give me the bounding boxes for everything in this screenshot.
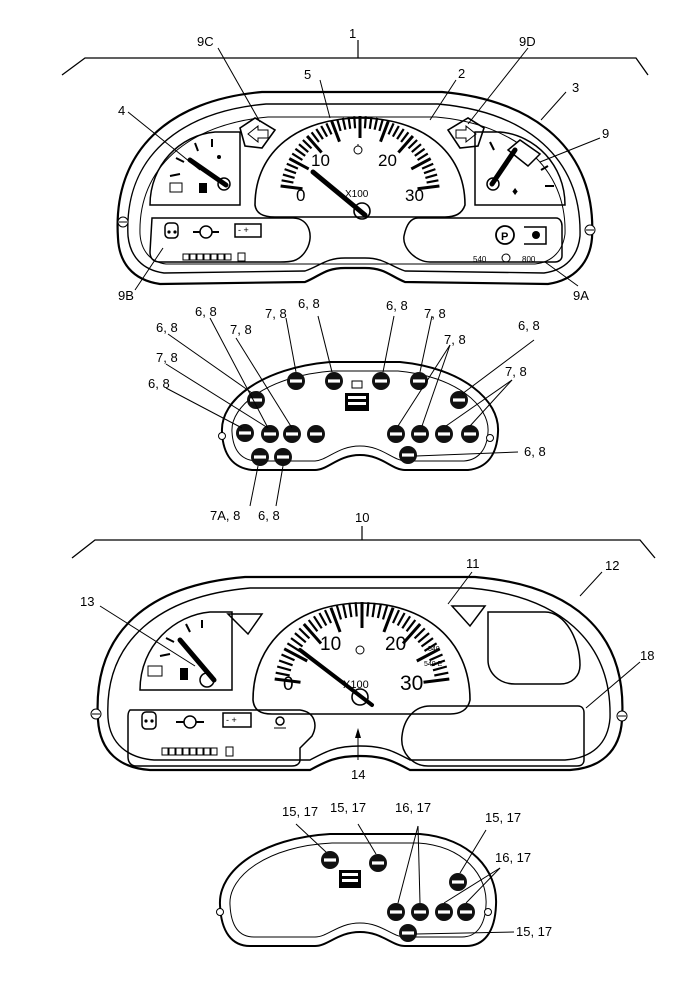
back-callout-5: 6, 8 <box>195 304 217 319</box>
back2-callout-6: 15, 17 <box>516 924 552 939</box>
left-warning-panel-2 <box>127 709 316 767</box>
figure-1-front-view: ♦ 0 10 20 30 X100 - + <box>61 26 649 303</box>
back-callout-10: 6, 8 <box>518 318 540 333</box>
back-callout-11: 7, 8 <box>444 332 466 347</box>
svg-text:- +: - + <box>238 225 249 235</box>
callout-13: 13 <box>80 594 94 609</box>
tach-tick-30: 30 <box>405 186 424 205</box>
tach2-pto-540: 540 <box>428 646 440 653</box>
right-warning-panel <box>403 217 563 263</box>
callout-9d: 9D <box>519 34 536 49</box>
tach-tick-10: 10 <box>311 151 330 170</box>
tach-tick-20: 20 <box>378 151 397 170</box>
figure-1-back-view: 7, 8 6, 8 6, 8 7, 8 6, 8 6, 8 7, 8 7, 8 … <box>148 296 546 523</box>
svg-text:- +: - + <box>226 715 237 725</box>
back2-callout-2: 15, 17 <box>330 800 366 815</box>
tach2-tick-0: 0 <box>283 674 294 695</box>
right-gauge-frame <box>474 131 566 206</box>
callout-1: 1 <box>349 26 356 41</box>
tach-tick-0: 0 <box>296 186 305 205</box>
callout-18: 18 <box>640 648 654 663</box>
warning-lamp-icons-left: - + <box>164 222 262 262</box>
figure-2-back-view: 15, 17 15, 17 16, 17 15, 17 16, 17 15, 1… <box>216 800 552 947</box>
tach-unit-label: X100 <box>345 189 369 200</box>
rear-housing-2 <box>218 833 498 947</box>
left-gauge-frame <box>149 131 241 206</box>
tach2-tick-20: 20 <box>385 634 406 655</box>
svg-text:P: P <box>501 231 508 243</box>
back-callout-12: 6, 8 <box>524 444 546 459</box>
warning-lamp-icons-left-2: - + <box>141 711 286 757</box>
tach2-tick-30: 30 <box>400 672 423 695</box>
back2-callout-5: 16, 17 <box>495 850 531 865</box>
back-callout-9: 6, 8 <box>148 376 170 391</box>
callout-9: 9 <box>602 126 609 141</box>
callout-4: 4 <box>118 103 125 118</box>
tachometer-dial <box>254 116 466 218</box>
back-callout-1: 7, 8 <box>265 306 287 321</box>
tachometer-dial-2 <box>252 602 471 715</box>
pto-800-label: 800 <box>522 255 536 264</box>
back-callout-15: 7, 8 <box>505 364 527 379</box>
back2-callout-1: 15, 17 <box>282 804 318 819</box>
back-callout-13: 7A, 8 <box>210 508 240 523</box>
callout-10: 10 <box>355 510 369 525</box>
back-callout-4: 7, 8 <box>424 306 446 321</box>
outer-housing <box>116 90 594 286</box>
callout-14: 14 <box>351 767 365 782</box>
assembly-bracket-1 <box>61 57 649 76</box>
left-warning-panel <box>149 217 311 263</box>
back2-callout-3: 16, 17 <box>395 800 431 815</box>
rear-housing-1 <box>220 361 500 471</box>
tach2-pto-540e: 540 E <box>424 661 443 668</box>
outer-housing-2 <box>96 575 624 772</box>
back-callout-8: 7, 8 <box>156 350 178 365</box>
callout-5: 5 <box>304 67 311 82</box>
back-callout-14: 6, 8 <box>258 508 280 523</box>
callout-9c: 9C <box>197 34 214 49</box>
callout-2: 2 <box>458 66 465 81</box>
figure-2-front-view: 0 10 20 30 X100 540 540 E - + <box>71 510 656 782</box>
callout-12: 12 <box>605 558 619 573</box>
assembly-bracket-2 <box>71 539 656 559</box>
callout-9b: 9B <box>118 288 134 303</box>
tach2-tick-10: 10 <box>320 634 341 655</box>
callout-11: 11 <box>466 556 480 571</box>
turn-indicator-right-icon <box>446 117 485 149</box>
back-callout-6: 6, 8 <box>156 320 178 335</box>
back-callout-3: 6, 8 <box>386 298 408 313</box>
back2-callout-4: 15, 17 <box>485 810 521 825</box>
back-callout-2: 6, 8 <box>298 296 320 311</box>
right-warning-panel-2 <box>401 705 585 767</box>
callout-3: 3 <box>572 80 579 95</box>
back-callout-7: 7, 8 <box>230 322 252 337</box>
svg-text:♦: ♦ <box>512 184 518 198</box>
pto-540-label: 540 <box>473 255 487 264</box>
callout-9a: 9A <box>573 288 589 303</box>
turn-indicator-left-icon <box>239 117 277 149</box>
